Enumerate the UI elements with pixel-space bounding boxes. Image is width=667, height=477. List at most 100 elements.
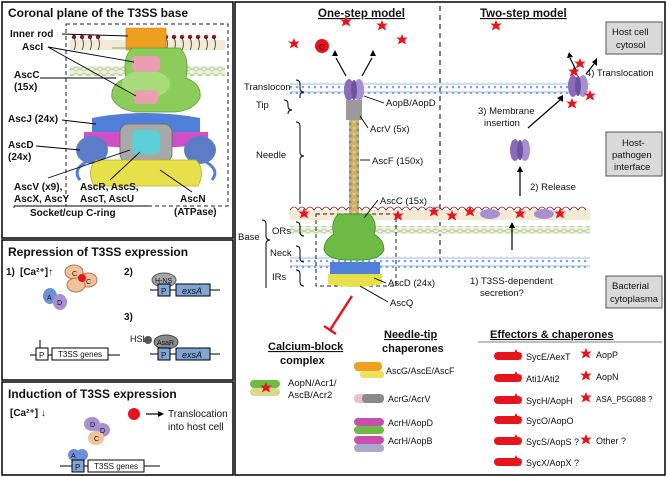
svg-text:cytoplasma: cytoplasma [610,294,659,305]
label-tip: Tip [256,100,269,111]
svg-text:SycO/AopO: SycO/AopO [526,416,574,426]
label-ascJ: AscJ (24x) [8,114,58,125]
svg-text:H-NS: H-NS [155,278,172,285]
label-ascC: AscC [14,70,40,81]
svg-text:Host-: Host- [622,138,645,149]
label-aopb-aopd: AopB/AopD [386,98,436,109]
svg-text:P: P [161,351,166,360]
svg-text:Other ?: Other ? [596,436,626,446]
step2-label: 2) Release [530,182,576,193]
svg-text:P: P [75,463,80,472]
svg-text:T3SS genes: T3SS genes [94,462,138,471]
repression-item3: 3) [124,312,133,323]
step1-line2: secretion? [480,288,524,299]
label-needle: Needle [256,150,286,161]
svg-text:ASA_P5G088 ?: ASA_P5G088 ? [596,395,653,404]
t3ss-needle-structure [323,79,385,287]
svg-text:interface: interface [614,162,650,173]
repression-ca: [Ca²⁺]↑ [20,267,53,278]
label-ascI: AscI [22,42,43,53]
svg-text:chaperones: chaperones [382,343,444,355]
svg-text:Calcium-block: Calcium-block [268,341,344,353]
inner-rod-shape [125,27,167,51]
label-acrv: AcrV (5x) [370,124,410,135]
ad-pair: A D [43,288,67,310]
effectors-chaperones: Effectors & chaperones SycE/AexT Ati1/At… [478,329,662,468]
compartment-labels: Host cell cytosol Host- pathogen interfa… [605,21,663,309]
coronal-panel: Coronal plane of the T3SS base [1,1,234,239]
label-ascX: AscX, AscY [14,194,70,205]
svg-text:complex: complex [280,355,326,367]
step4-label: 4) Translocation [586,68,654,79]
svg-text:Effectors & chaperones: Effectors & chaperones [490,329,613,341]
two-step-elements [298,66,596,221]
svg-text:exsA: exsA [182,286,202,296]
label-ascD: AscD [8,140,34,151]
induction-translocation: Translocation [168,409,228,420]
label-irs: IRs [272,272,287,283]
svg-text:A: A [71,453,76,460]
repression-title: Repression of T3SS expression [8,245,188,259]
host-membrane [290,82,590,94]
label-ascTU: AscT, AscU [80,194,134,205]
repression-item2: 2) [124,267,133,278]
label-ors: ORs [272,226,291,237]
ca-cluster: C C [64,264,98,293]
svg-text:AopN: AopN [596,372,619,382]
svg-text:AopP: AopP [596,350,618,360]
svg-text:Needle-tip: Needle-tip [384,329,437,341]
hsl-asar-repressor: HSL AsaR P exsA [130,334,220,361]
svg-text:D: D [100,428,105,435]
svg-text:P: P [39,351,44,360]
label-ascN: AscN [180,194,206,205]
svg-text:Ati1/Ati2: Ati1/Ati2 [526,374,560,384]
svg-text:D: D [57,300,62,307]
calcium-block: Calcium-block complex AopN/Acr1/ AscB/Ac… [250,295,354,401]
svg-text:AscG/AscE/AscF: AscG/AscE/AscF [386,366,455,376]
induction-panel: Induction of T3SS expression [Ca²⁺] ↓ Tr… [1,381,234,476]
label-translocon: Translocon [244,82,291,93]
svg-text:cytosol: cytosol [616,40,646,51]
svg-text:C: C [86,279,91,286]
label-socket: Socket/cup C-ring [30,208,116,219]
induction-ca: [Ca²⁺] ↓ [10,408,46,419]
step3-line2: insertion [484,118,520,129]
svg-text:SycS/AopS ?: SycS/AopS ? [526,437,579,447]
svg-text:Host cell: Host cell [612,27,648,38]
effector-c-ball [315,39,329,53]
svg-text:C: C [94,436,99,443]
svg-text:SycX/AopX ?: SycX/AopX ? [526,458,579,468]
label-ascc: AscC (15x) [380,196,427,207]
label-ascV: AscV (x9), [14,182,63,193]
svg-text:HSL: HSL [130,334,148,344]
label-base: Base [238,232,260,243]
svg-text:pathogen: pathogen [612,150,652,161]
label-ascq: AscQ [390,298,413,309]
induction-into-host: into host cell [168,422,224,433]
svg-text:Bacterial: Bacterial [612,281,649,292]
svg-text:AcrG/AcrV: AcrG/AcrV [388,394,431,404]
hns-repressor: H-NS P exsA [150,272,220,297]
models-panel: One-step model Two-step model [234,1,666,476]
coronal-title: Coronal plane of the T3SS base [8,6,188,20]
one-step-title: One-step model [318,8,405,20]
step1-line1: 1) T3SS-dependent [470,276,553,287]
svg-text:AcrH/AopD: AcrH/AopD [388,418,434,428]
repression-item1: 1) [6,267,15,278]
needle-tip-chaperones: Needle-tip chaperones AscG/AscE/AscF Acr… [354,329,455,452]
svg-text:T3SS genes: T3SS genes [58,350,102,359]
t3ss-genes-box: P T3SS genes [30,340,120,361]
svg-text:AcrH/AopB: AcrH/AopB [388,436,433,446]
two-step-title: Two-step model [480,8,567,20]
induction-complex: D D C [84,417,110,445]
svg-text:exsA: exsA [182,350,202,360]
svg-text:C: C [319,43,325,52]
bacterial-outer-membrane [289,206,590,234]
step3-line1: 3) Membrane [478,106,535,117]
label-atpase: (ATPase) [174,207,217,218]
repression-panel: Repression of T3SS expression 1) [Ca²⁺]↑… [1,239,234,381]
svg-text:A: A [47,295,52,302]
label-neck: Neck [270,248,292,259]
svg-text:SycH/AopH: SycH/AopH [526,396,573,406]
